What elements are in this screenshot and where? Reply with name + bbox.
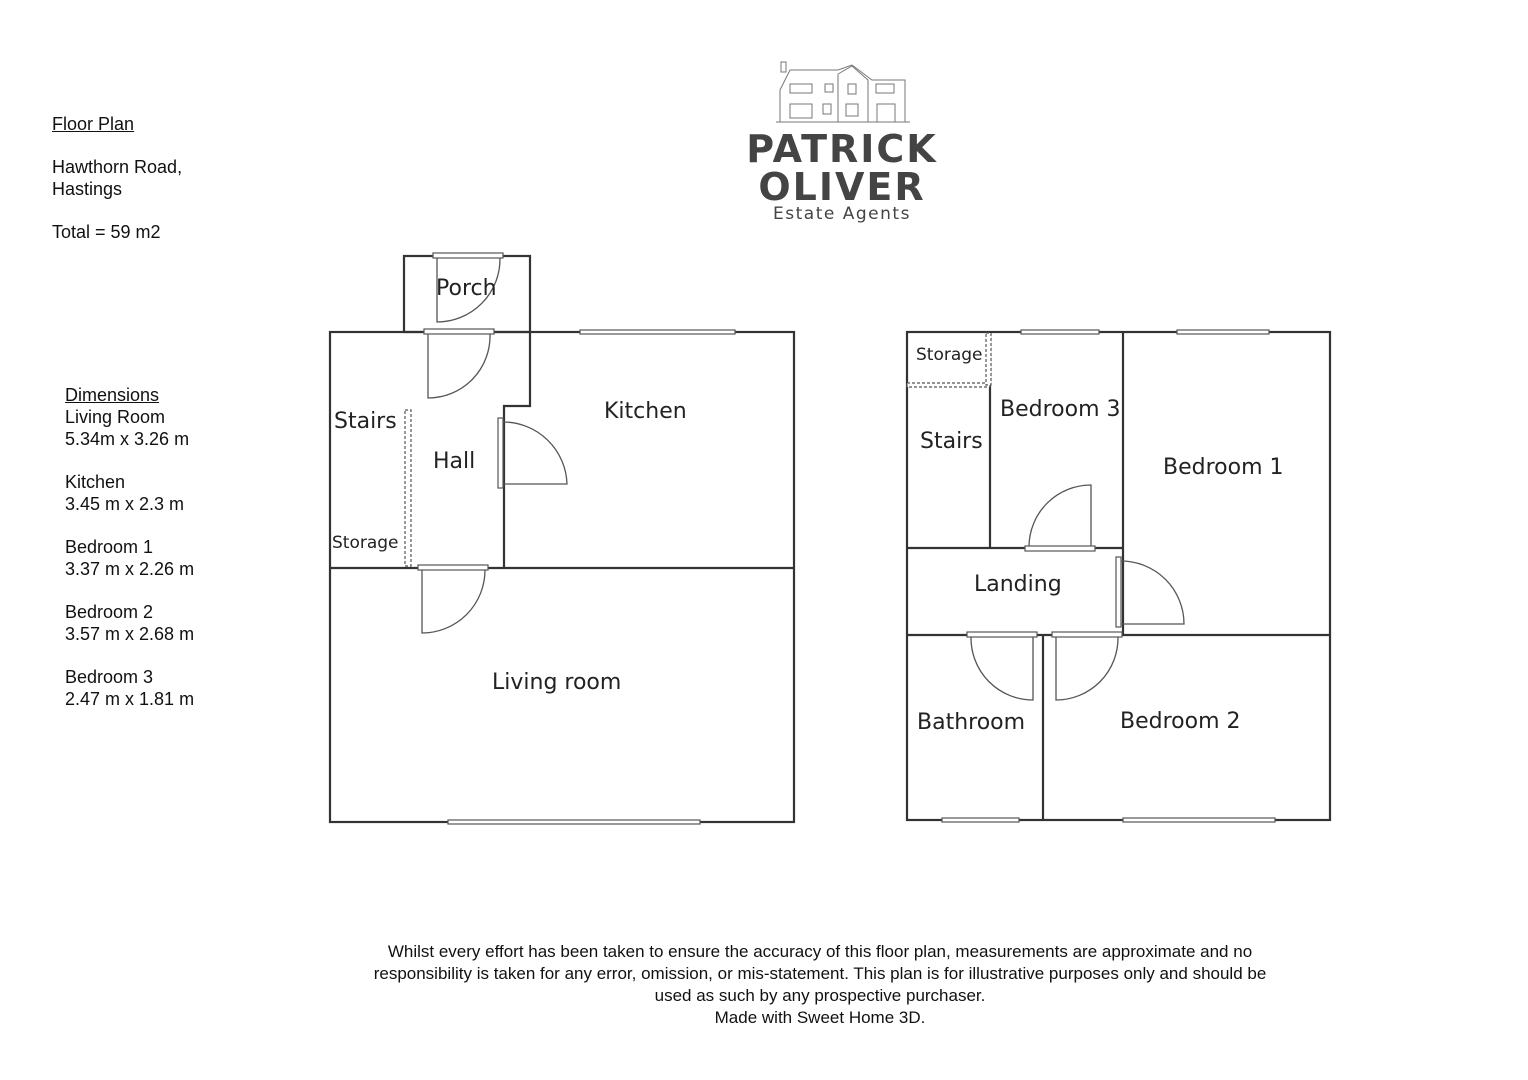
dim-size: 2.47 m x 1.81 m (65, 689, 195, 709)
disclaimer-line: responsibility is taken for any error, o… (373, 964, 1267, 983)
room-label-kitchen: Kitchen (604, 399, 687, 424)
first-floor-plan: Storage Stairs Bedroom 3 Bedroom 1 Landi… (905, 329, 1332, 823)
ground-floor-plan: Porch Stairs Storage Hall Kitchen Living… (328, 252, 796, 825)
room-label-stairs-upstairs: Stairs (920, 429, 983, 454)
disclaimer: Whilst every effort has been taken to en… (300, 941, 1340, 1029)
room-label-living-room: Living room (492, 670, 621, 695)
header-info: Floor Plan Hawthorn Road, Hastings Total… (52, 113, 182, 243)
dim-size: 5.34m x 3.26 m (65, 429, 190, 449)
logo-name-line1: PATRICK (746, 127, 938, 171)
room-label-bedroom-3: Bedroom 3 (1000, 397, 1121, 422)
dim-room: Kitchen (65, 472, 126, 492)
dim-room: Bedroom 1 (65, 537, 154, 557)
logo-name-line2: OLIVER (758, 165, 926, 209)
room-label-porch: Porch (436, 276, 497, 301)
room-label-stairs: Stairs (334, 409, 397, 434)
disclaimer-line: Whilst every effort has been taken to en… (387, 942, 1253, 961)
dim-room: Living Room (65, 407, 166, 427)
dimensions-list: Dimensions Living Room 5.34m x 3.26 m Ki… (65, 384, 194, 710)
room-label-landing: Landing (974, 572, 1062, 597)
room-label-storage-upstairs: Storage (916, 345, 983, 365)
total-area: Total = 59 m2 (52, 222, 161, 242)
room-label-bathroom: Bathroom (917, 710, 1025, 735)
dim-size: 3.37 m x 2.26 m (65, 559, 195, 579)
dim-room: Bedroom 3 (65, 667, 154, 687)
room-label-bedroom-1: Bedroom 1 (1163, 455, 1284, 480)
dim-room: Bedroom 2 (65, 602, 154, 622)
credit-line: Made with Sweet Home 3D. (714, 1008, 926, 1027)
plan-title: Floor Plan (52, 114, 135, 134)
room-label-storage: Storage (332, 533, 399, 553)
logo-tagline: Estate Agents (773, 204, 911, 224)
disclaimer-line: used as such by any prospective purchase… (654, 986, 986, 1005)
dim-size: 3.57 m x 2.68 m (65, 624, 195, 644)
logo-house-icon (776, 61, 910, 123)
room-label-hall: Hall (433, 449, 475, 474)
address-line1: Hawthorn Road, (52, 157, 183, 177)
dimensions-heading: Dimensions (65, 385, 160, 405)
dim-size: 3.45 m x 2.3 m (65, 494, 185, 514)
address-line2: Hastings (52, 179, 123, 199)
room-label-bedroom-2: Bedroom 2 (1120, 709, 1241, 734)
